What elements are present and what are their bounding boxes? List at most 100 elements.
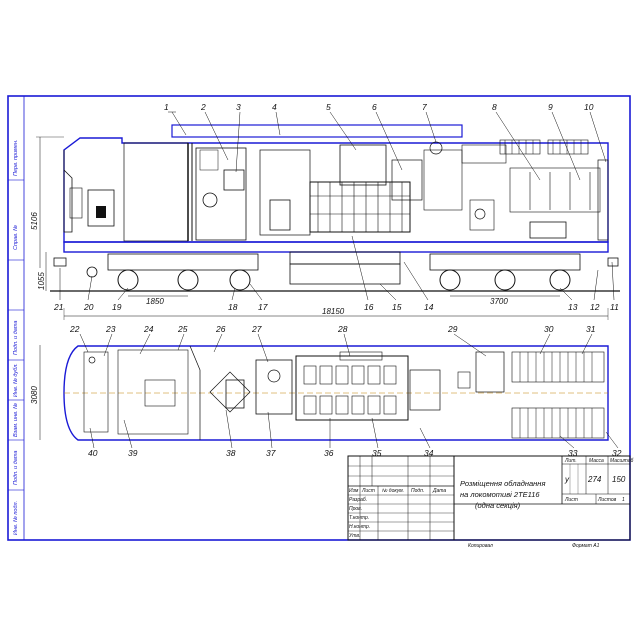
- drawing-frame: [7, 95, 631, 541]
- tb-col-doc: № докум.: [382, 488, 404, 494]
- callout-40: 40: [88, 448, 98, 458]
- callout-12: 12: [590, 302, 600, 312]
- cab-seat: [87, 189, 115, 227]
- callout-23: 23: [105, 324, 116, 334]
- cab-interior: [117, 349, 189, 435]
- plan-view: [63, 345, 609, 441]
- drawing-title-line-3: (одна секція): [475, 501, 521, 510]
- dim-height-total: 5106: [30, 212, 39, 230]
- tb-lit-value: у: [564, 475, 570, 484]
- side-label: Инв. № дубл.: [13, 363, 19, 397]
- callout-1: 1: [164, 102, 169, 112]
- generator-block: [259, 149, 311, 236]
- callouts-top: 1 2 3 4 5 6 7 8 9 10: [164, 102, 607, 181]
- callout-2: 2: [200, 102, 206, 112]
- diesel-engine: [309, 181, 411, 233]
- main-frame: [63, 241, 609, 253]
- cab-plan: [83, 351, 109, 433]
- cab-compartment: [123, 142, 189, 242]
- side-label: Инв. № подл.: [13, 501, 19, 535]
- compressor-plan: [475, 351, 505, 393]
- side-label: Подп. и дата: [13, 451, 19, 485]
- tb-row-developed: Разраб.: [349, 497, 367, 503]
- side-strip: Перв. примен. Справ. № Подп. и дата Инв.…: [8, 139, 24, 535]
- tb-sheets-label: Листов: [597, 497, 617, 503]
- dim-height-frame: 1055: [37, 272, 46, 290]
- cooling-section: [461, 144, 507, 164]
- tb-scale-header: Масштаб: [610, 458, 634, 464]
- callout-31: 31: [586, 324, 596, 334]
- title-block-frame: [347, 455, 631, 541]
- callout-18: 18: [228, 302, 238, 312]
- callout-29: 29: [447, 324, 458, 334]
- callouts-plan: 22 23 24 25 26 27 28 29 30 31 40 39 38 3…: [69, 324, 622, 458]
- wheel: [177, 269, 199, 291]
- wheel: [117, 269, 139, 291]
- side-label: Подп. и дата: [13, 321, 19, 355]
- callout-6: 6: [372, 102, 377, 112]
- callout-17: 17: [258, 302, 268, 312]
- callout-26: 26: [215, 324, 226, 334]
- tb-lit-header: Лит.: [564, 458, 577, 464]
- callout-10: 10: [584, 102, 594, 112]
- dim-bogie-base-left: 1850: [146, 297, 164, 306]
- tb-footer-format: Формат А1: [572, 543, 600, 549]
- callout-20: 20: [83, 302, 94, 312]
- bogie-frame-right: [429, 253, 581, 271]
- roof-hatch: [171, 124, 463, 138]
- callout-24: 24: [143, 324, 154, 334]
- callout-13: 13: [568, 302, 578, 312]
- callout-7: 7: [422, 102, 427, 112]
- callout-37: 37: [266, 448, 276, 458]
- control-desk: [144, 379, 176, 407]
- side-label: Перв. примен.: [13, 139, 19, 176]
- carbody-outline: [63, 137, 609, 243]
- callout-4: 4: [272, 102, 277, 112]
- callout-9: 9: [548, 102, 553, 112]
- tb-row-approved: Утв.: [349, 533, 360, 539]
- callout-8: 8: [492, 102, 497, 112]
- callout-22: 22: [69, 324, 80, 334]
- dim-length-total: 18150: [322, 307, 345, 316]
- wheel: [439, 269, 461, 291]
- callout-30: 30: [544, 324, 554, 334]
- tb-sheet-label: Лист: [564, 497, 578, 503]
- dimension-lines: 5106 1055 1850 3700 18150 3080: [30, 136, 609, 440]
- callout-21: 21: [53, 302, 64, 312]
- dim-width-total: 3080: [30, 386, 39, 404]
- callout-3: 3: [236, 102, 241, 112]
- callout-27: 27: [251, 324, 262, 334]
- callout-34: 34: [424, 448, 434, 458]
- tb-col-list: Лист: [361, 488, 375, 494]
- plan-outline: [63, 345, 609, 441]
- coupler-front: [53, 257, 67, 267]
- callout-16: 16: [364, 302, 374, 312]
- wheel: [229, 269, 251, 291]
- tb-mass-header: Масса: [589, 458, 604, 464]
- traction-generator-fan: [202, 192, 218, 208]
- callout-28: 28: [337, 324, 348, 334]
- radiator-bank-bottom: [511, 407, 605, 439]
- fuel-tank-lower: [289, 263, 401, 285]
- coupler-rear: [607, 257, 619, 267]
- radiator-panel: [499, 139, 541, 155]
- callout-36: 36: [324, 448, 334, 458]
- main-generator-plan: [209, 371, 251, 413]
- callout-32: 32: [612, 448, 622, 458]
- tb-col-sign: Подп.: [411, 488, 424, 494]
- expander-tank: [429, 141, 443, 155]
- drawing-title-line-1: Розміщення обладнання: [460, 479, 545, 488]
- cab-nose: [63, 150, 73, 233]
- tb-footer-copied: Копировал: [468, 543, 493, 549]
- title-block: Изм Лист № докум. Подп. Дата Разраб. Про…: [347, 455, 634, 549]
- radiator-bank-top: [511, 351, 605, 383]
- tb-scale-value: 150: [612, 475, 626, 484]
- compressor: [529, 221, 567, 239]
- tb-row-checked: Пров.: [349, 506, 362, 512]
- callout-38: 38: [226, 448, 236, 458]
- engine-hood: [339, 144, 387, 186]
- radiator-panel: [547, 139, 589, 155]
- tb-col-date: Дата: [432, 488, 446, 494]
- auxiliary-drive: [409, 369, 441, 411]
